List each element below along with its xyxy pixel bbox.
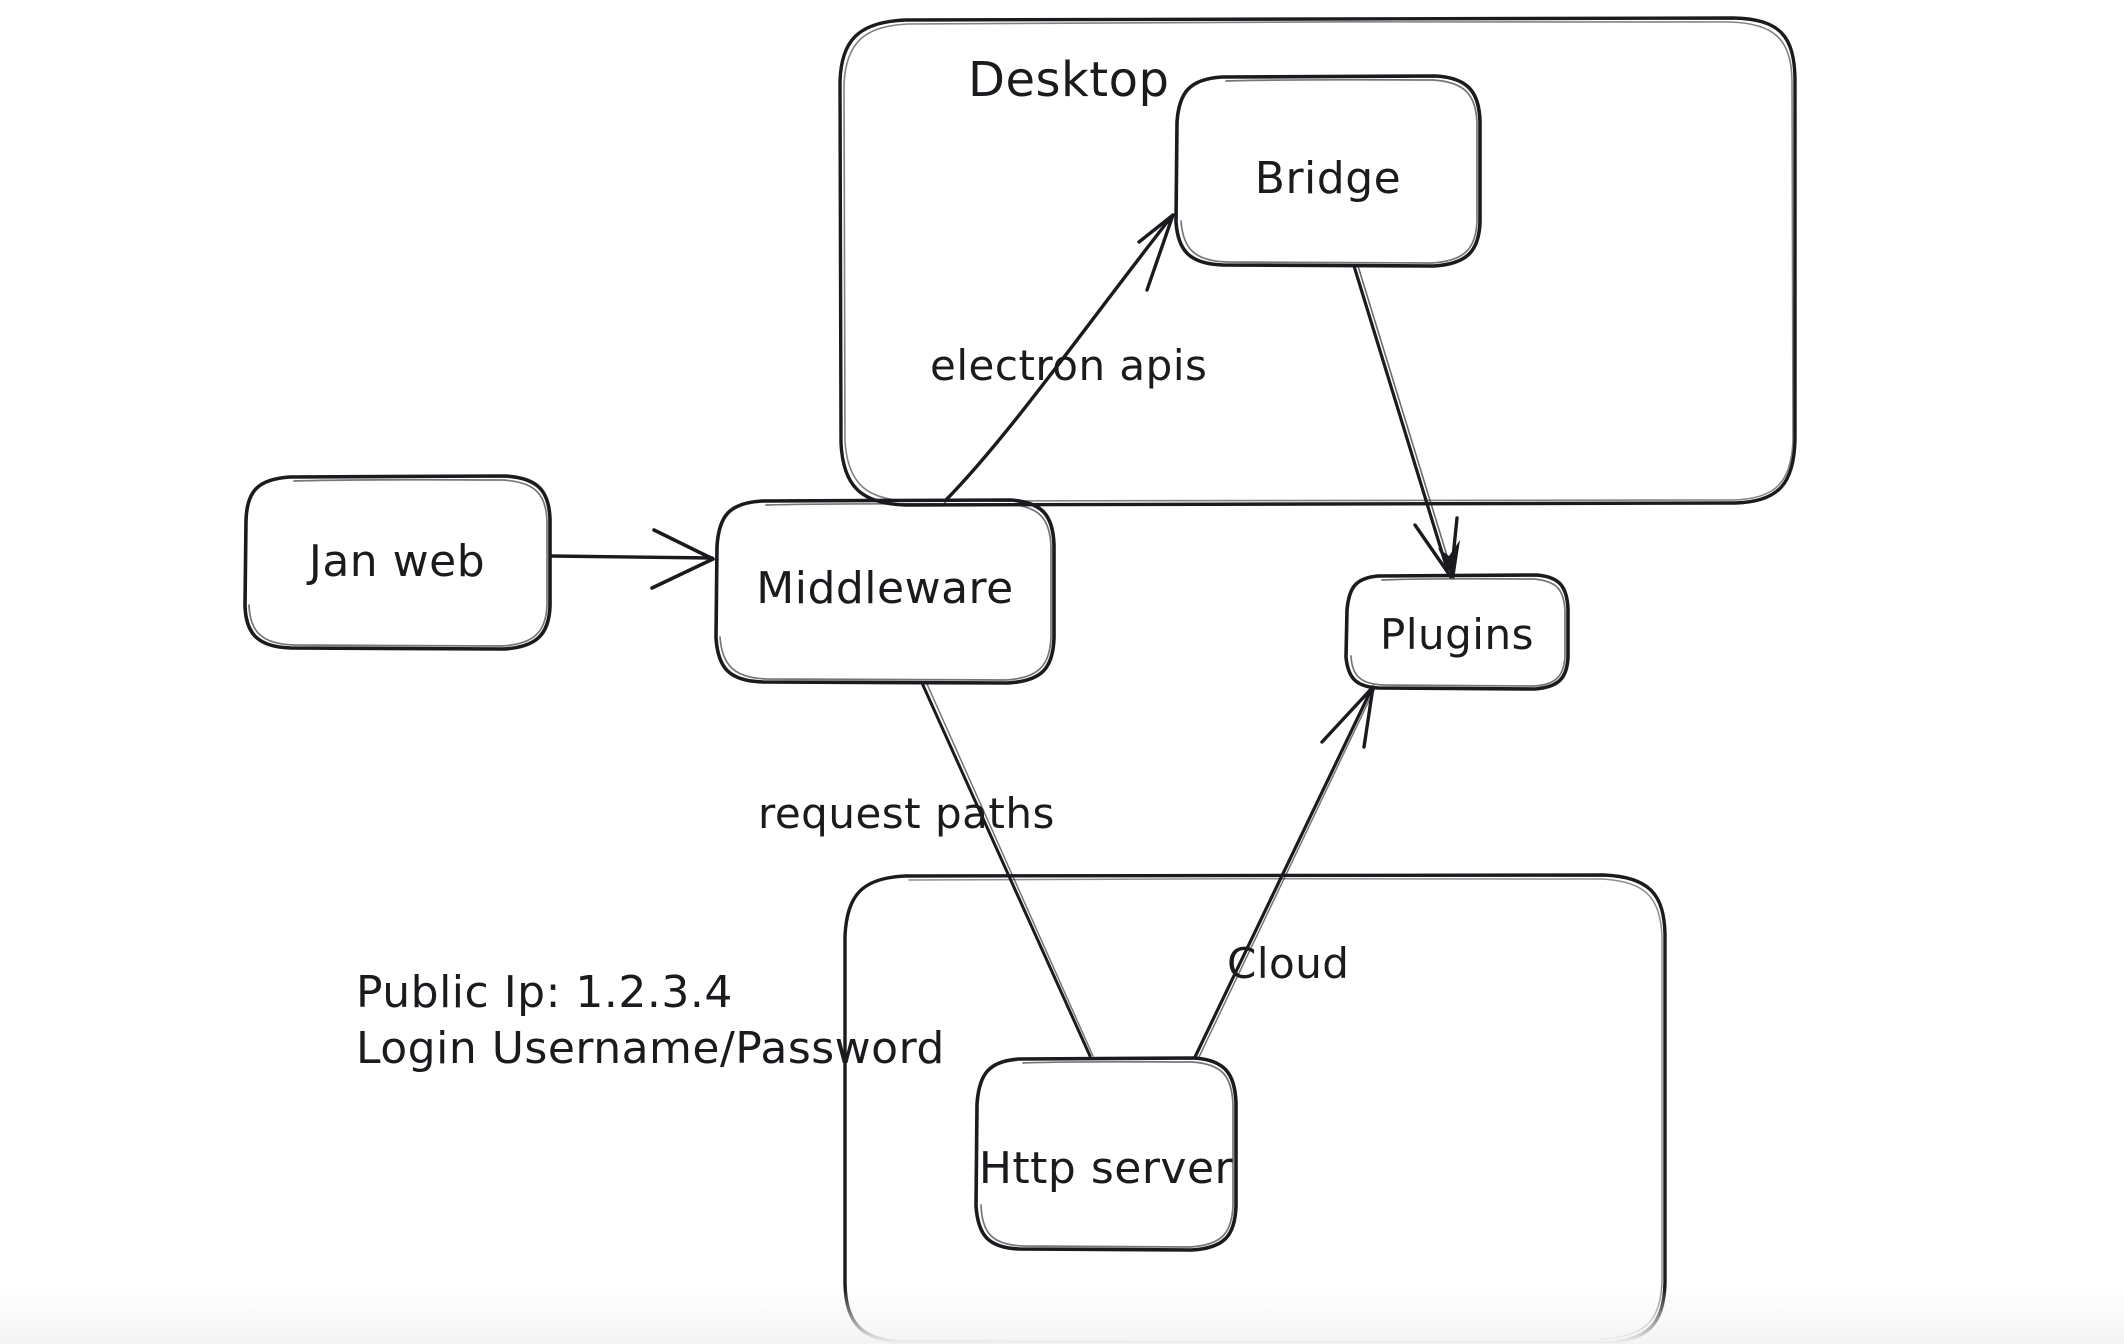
- annotation-public-ip: Public Ip: 1.2.3.4: [356, 967, 733, 1018]
- edge-bridge-plugins[interactable]: [1352, 264, 1460, 580]
- node-label-jan-web: Jan web: [306, 536, 485, 587]
- node-jan-web[interactable]: Jan web: [243, 474, 552, 651]
- edge-janweb-middleware[interactable]: [549, 528, 715, 590]
- container-label-desktop: Desktop: [968, 52, 1169, 108]
- node-http-server[interactable]: Http server: [974, 1056, 1238, 1252]
- node-bridge[interactable]: Bridge: [1174, 74, 1482, 268]
- edge-middleware-httpserver[interactable]: [920, 681, 1094, 1058]
- container-desktop[interactable]: [838, 16, 1797, 507]
- node-label-plugins: Plugins: [1380, 610, 1534, 659]
- edge-label-electron-apis: electron apis: [930, 341, 1207, 390]
- edge-middleware-bridge[interactable]: [943, 213, 1175, 503]
- node-middleware[interactable]: Middleware: [714, 498, 1056, 685]
- annotation-login-credentials: Login Username/Password: [356, 1023, 945, 1074]
- node-label-middleware: Middleware: [756, 563, 1013, 614]
- node-plugins[interactable]: Plugins: [1344, 573, 1570, 691]
- edge-label-request-paths: request paths: [758, 789, 1055, 838]
- edge-label-cloud: Cloud: [1227, 939, 1349, 988]
- node-label-http-server: Http server: [979, 1143, 1234, 1194]
- edge-httpserver-plugins[interactable]: [1193, 685, 1376, 1059]
- node-label-bridge: Bridge: [1255, 153, 1401, 204]
